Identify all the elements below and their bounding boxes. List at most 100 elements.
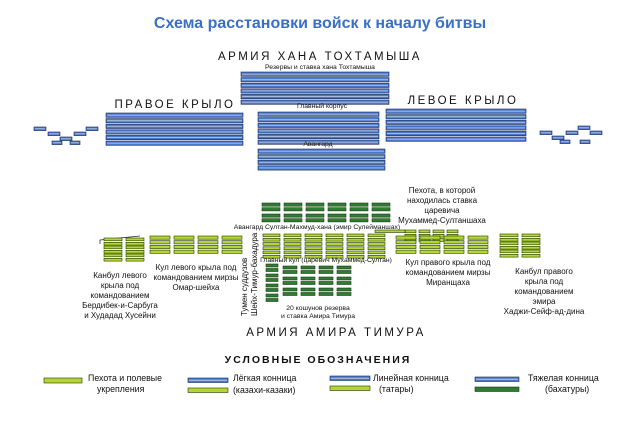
cavalry-bar xyxy=(589,130,603,135)
tokhtamysh-right-flank-skirmishers xyxy=(539,125,603,144)
infantry-block xyxy=(325,250,344,255)
infantry-block xyxy=(305,218,325,223)
cavalry-bar xyxy=(51,140,63,145)
infantry-block xyxy=(283,233,302,238)
timur-right-kul-units xyxy=(395,235,489,254)
tokhtamysh-left-flank-skirmishers xyxy=(33,126,99,145)
tokhtamysh-center-units xyxy=(257,111,380,145)
infantry-block xyxy=(443,235,465,240)
infantry-block xyxy=(265,268,279,272)
infantry-block xyxy=(300,265,316,270)
infantry-block xyxy=(467,235,489,240)
timur-army-title: АРМИЯ АМИРА ТИМУРА xyxy=(246,327,426,339)
infantry-block xyxy=(304,242,323,246)
infantry-block xyxy=(125,237,145,242)
infantry-block xyxy=(419,235,441,240)
cavalry-bar xyxy=(240,99,390,105)
infantry-block xyxy=(325,233,344,238)
infantry-block xyxy=(327,202,347,207)
infantry-block xyxy=(467,249,489,254)
cavalry-bar xyxy=(257,159,386,165)
infantry-block xyxy=(125,242,145,246)
infantry-block xyxy=(282,292,298,296)
infantry-block xyxy=(283,238,302,242)
infantry-block xyxy=(103,245,123,250)
right-kul-label-2: командованием мирзы xyxy=(406,268,491,277)
infantry-block xyxy=(336,270,352,274)
infantry-block xyxy=(367,255,386,259)
infantry-block xyxy=(371,202,391,207)
cavalry-bar xyxy=(240,88,390,94)
timur-reserve-label-1: 20 кошунов резерва xyxy=(286,305,350,312)
infantry-block xyxy=(197,235,219,240)
left-kul-label-1: Кул левого крыла под xyxy=(156,263,237,272)
cavalry-bar xyxy=(240,77,390,83)
cavalry-bar xyxy=(105,118,244,124)
line-cavalry-swatch xyxy=(329,375,371,391)
infantry-label-1: Пехота, в которой xyxy=(409,186,475,195)
cavalry-bar xyxy=(47,131,61,136)
infantry-block xyxy=(305,213,325,218)
cavalry-bar xyxy=(385,114,527,120)
infantry-block xyxy=(262,250,281,255)
infantry-block xyxy=(374,229,406,233)
infantry-block xyxy=(404,229,417,234)
infantry-block xyxy=(499,254,519,258)
infantry-block xyxy=(346,233,365,238)
infantry-block xyxy=(283,255,302,259)
infantry-block xyxy=(327,213,347,218)
infantry-block xyxy=(318,281,334,285)
infantry-block xyxy=(173,235,195,240)
legend-heading: УСЛОВНЫЕ ОБОЗНАЧЕНИЯ xyxy=(225,354,412,366)
infantry-block xyxy=(300,292,316,296)
tokhtamysh-center-label: Главный корпус xyxy=(297,102,348,110)
infantry-block xyxy=(221,245,243,249)
infantry-block xyxy=(443,249,465,254)
infantry-block xyxy=(149,245,171,249)
infantry-block xyxy=(336,292,352,296)
tumen-label: Тумен суддузов Шейх-Тимур-бахадура xyxy=(240,232,259,316)
infantry-block xyxy=(499,241,519,246)
infantry-block xyxy=(395,245,417,249)
tokhtamysh-reserve-label: Резервы и ставка хана Тохтамыша xyxy=(265,64,375,71)
infantry-block xyxy=(282,281,298,285)
timur-reserve-units xyxy=(282,265,352,296)
tokhtamysh-vanguard-label: Авангард xyxy=(303,141,332,148)
infantry-block xyxy=(367,233,386,238)
infantry-block xyxy=(304,250,323,255)
infantry-block xyxy=(261,213,281,218)
left-kanbul-label-1: Канбул левого xyxy=(93,271,147,280)
cavalry-bar xyxy=(257,117,380,123)
left-kanbul-label-4: Бердибек-и-Сарбуга xyxy=(82,301,158,310)
right-kul-label-3: Миранщаха xyxy=(426,278,470,287)
tokhtamysh-left-wing-units xyxy=(385,108,527,142)
infantry-block xyxy=(336,276,352,281)
infantry-block xyxy=(305,207,325,212)
infantry-block xyxy=(173,240,195,245)
cavalry-bar xyxy=(257,139,380,145)
infantry-block xyxy=(283,246,302,250)
diagram-title: Схема расстановки войск к началу битвы xyxy=(154,15,486,32)
cavalry-bar xyxy=(257,165,386,171)
cavalry-bar xyxy=(577,125,591,130)
infantry-label-2: находилась ставка xyxy=(407,196,478,205)
cavalry-bar xyxy=(257,134,380,139)
timur-left-kanbul-units xyxy=(99,235,145,262)
infantry-block xyxy=(261,207,281,212)
legend-label-line-2: (татары) xyxy=(379,384,414,394)
infantry-block xyxy=(346,238,365,242)
infantry-block xyxy=(446,229,459,234)
infantry-block xyxy=(221,235,243,240)
infantry-block xyxy=(265,273,279,278)
infantry-block xyxy=(173,245,195,249)
infantry-block xyxy=(262,242,281,246)
infantry-swatch-rect xyxy=(43,377,83,384)
left-kul-label-3: Омар-шейха xyxy=(173,283,221,292)
timur-left-kul-units xyxy=(149,235,243,254)
infantry-block xyxy=(349,218,369,223)
infantry-block xyxy=(283,218,303,223)
infantry-block xyxy=(395,249,417,254)
left-kanbul-bracket xyxy=(99,235,141,244)
infantry-block xyxy=(327,207,347,212)
infantry-block xyxy=(149,235,171,240)
